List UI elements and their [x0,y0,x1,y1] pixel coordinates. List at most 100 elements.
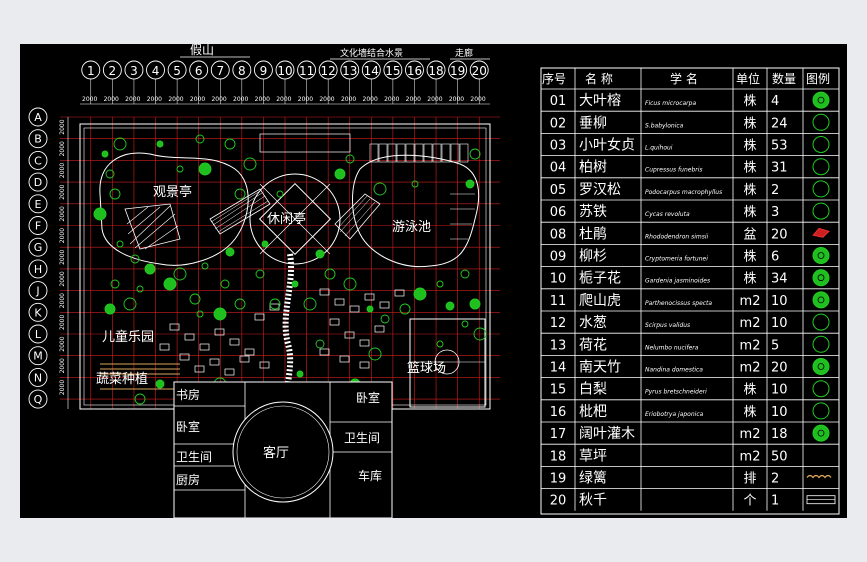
icon-detail [817,296,825,304]
nandina-icon [812,358,830,375]
legend-name: 草坪 [579,448,607,464]
row-axis-label: C [34,154,42,167]
icon-detail [817,163,825,171]
plant-symbol [93,207,107,221]
legend-latin: Cryptomeria fortunei [645,256,708,263]
legend-qty: 10 [771,405,788,420]
column-axis-label: 16 [407,64,422,78]
dimension-text: 2000 [298,96,313,103]
legend-qty: 24 [771,116,788,131]
row-axis-label: K [34,306,42,319]
plant-symbol [198,162,212,176]
basketball-court [409,318,486,408]
legend-latin: Cycas revoluta [645,211,690,218]
row-axis-label: Q [34,393,43,406]
cycad-icon [812,202,830,220]
icon-detail [817,407,825,415]
plant-symbol [130,254,140,264]
legend-latin: L.quihoui [645,145,673,152]
dimension-text: 2000 [427,96,442,103]
stepping-stone [344,331,355,339]
legend-unit: 株 [743,161,756,176]
legend-name: 小叶女贞 [579,137,635,154]
legend-latin: Nelumbo nucifera [645,344,699,351]
column-axis-label: 11 [299,64,314,78]
stepping-stone [179,353,190,361]
legend-unit: m2 [740,338,761,353]
pavilion-circle [249,173,341,265]
icon-detail [817,252,825,259]
plant-symbol [116,240,124,248]
legend-name: 白梨 [579,382,607,398]
legend-latin: Eriobotrya japonica [645,411,704,418]
column-axis-label: 19 [450,64,465,78]
legend-qty: 20 [771,361,788,376]
dimension-text: 2000 [104,96,119,103]
legend-qty: 6 [771,250,779,265]
plant-symbol [156,140,164,148]
legend-unit: 株 [743,272,756,287]
legend-qty: 31 [771,161,788,176]
plant-symbol [368,347,382,361]
dimension-text: 2000 [147,96,162,103]
label-vegetable: 蔬菜种植 [96,372,148,387]
plant-symbol [136,285,144,293]
column-axis-label: 20 [472,64,487,78]
plant-symbol [176,165,184,173]
legend-qty: 20 [771,227,788,242]
legend-latin: Scirpus validus [645,322,690,329]
column-axis-label: 4 [152,64,160,78]
room-bathroom-left: 卫生间 [176,450,212,464]
house: 书房 卧室 卫生间 厨房 客厅 卧室 卫生间 车库 [173,381,393,518]
pergola-cell [450,143,460,163]
room-bathroom-right: 卫生间 [344,431,380,445]
legend-unit: 排 [743,472,756,487]
stepping-stone [239,355,250,363]
dimension-text: 2000 [82,96,97,103]
legend-no: 04 [550,161,567,176]
plant-symbol [473,327,487,341]
column-axis-label: 1 [87,64,95,78]
legend-unit: 株 [743,183,756,198]
row-axis-label: F [35,220,41,233]
pool-outline [352,154,480,268]
row-axis-label: B [34,133,42,146]
icon-detail [817,318,825,326]
azalea-icon [812,227,830,238]
dimension-text: 2000 [406,96,421,103]
podocarpus-icon [812,180,830,198]
row-axis-bubble [28,172,48,192]
dimension-text: 2000 [276,96,291,103]
legend-name: 大叶榕 [579,93,621,109]
legend-no: 18 [550,449,567,464]
stepping-stone [349,305,360,313]
legend-unit: 盆 [743,227,756,242]
row-axis-bubble [28,389,48,409]
legend-latin: Parthenocissus specta [645,300,712,307]
stepping-stone [339,355,350,363]
legend-name: 南天竹 [579,360,621,376]
legend-name: 绿篱 [579,471,607,487]
dimension-text: 2000 [59,358,66,373]
legend-no: 02 [550,116,567,131]
header-latin: 学 名 [670,71,698,86]
stepping-stone [379,301,390,309]
dimension-text: 2000 [449,96,464,103]
plant-symbol [315,339,325,349]
stepping-stone [359,339,370,347]
legend-name: 荷花 [579,337,607,353]
lotus-icon [812,335,830,353]
dimension-text: 2000 [255,96,270,103]
bulrush-icon [812,313,830,331]
plant-symbol [366,305,374,313]
row-axis-bubble [28,194,48,214]
plant-symbol [101,150,109,158]
